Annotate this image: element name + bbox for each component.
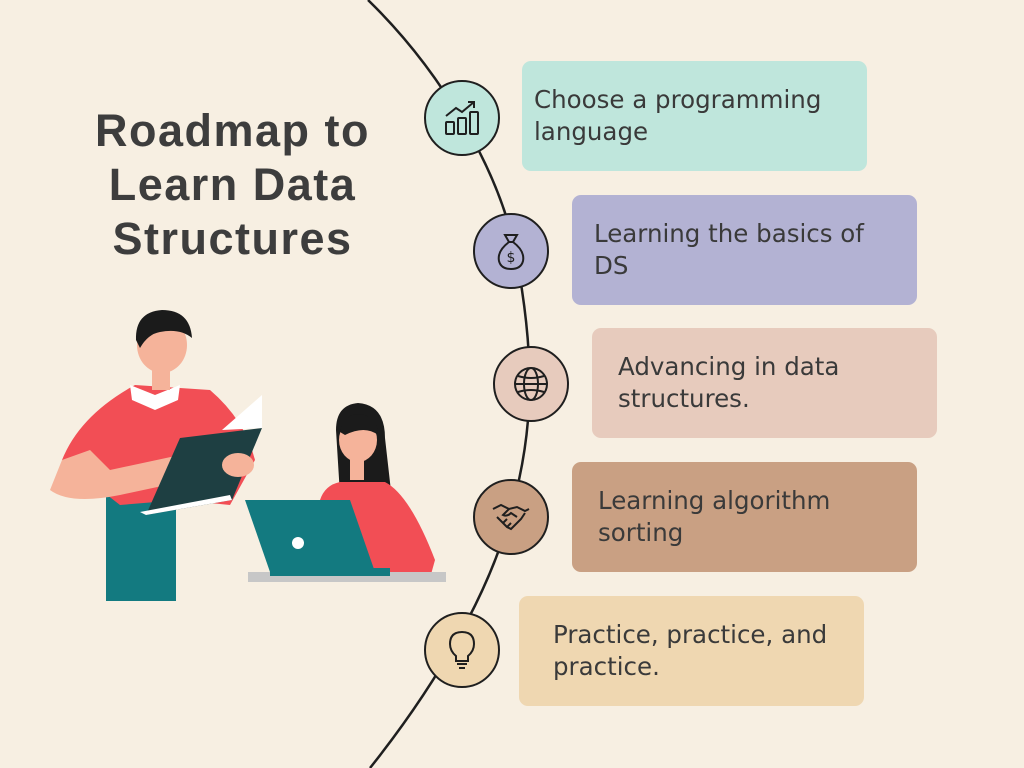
step-4-node <box>473 479 549 555</box>
step-1-node <box>424 80 500 156</box>
page-title: Roadmap to Learn Data Structures <box>94 105 370 264</box>
step-5-card: Practice, practice, and practice. <box>519 596 864 706</box>
step-label: Learning algorithm sorting <box>598 486 831 547</box>
step-2-card: Learning the basics of DS <box>572 195 917 305</box>
man-figure <box>50 310 262 601</box>
svg-text:$: $ <box>507 250 516 266</box>
globe-icon <box>514 367 548 401</box>
step-label: Practice, practice, and practice. <box>553 620 828 681</box>
people-studying-illustration <box>50 310 446 601</box>
step-2-node: $ <box>473 213 549 289</box>
step-label: Learning the basics of DS <box>594 219 864 280</box>
growth-chart-icon <box>445 101 479 135</box>
step-5-node <box>424 612 500 688</box>
step-3-node <box>493 346 569 422</box>
step-label: Choose a programming language <box>534 85 822 146</box>
laptop <box>245 500 446 582</box>
step-1-card: Choose a programming language <box>522 61 867 171</box>
money-bag-icon: $ <box>497 234 525 271</box>
step-label: Advancing in data structures. <box>618 352 840 413</box>
step-3-card: Advancing in data structures. <box>592 328 937 438</box>
step-4-card: Learning algorithm sorting <box>572 462 917 572</box>
lightbulb-icon <box>448 630 476 669</box>
handshake-icon <box>492 503 530 531</box>
